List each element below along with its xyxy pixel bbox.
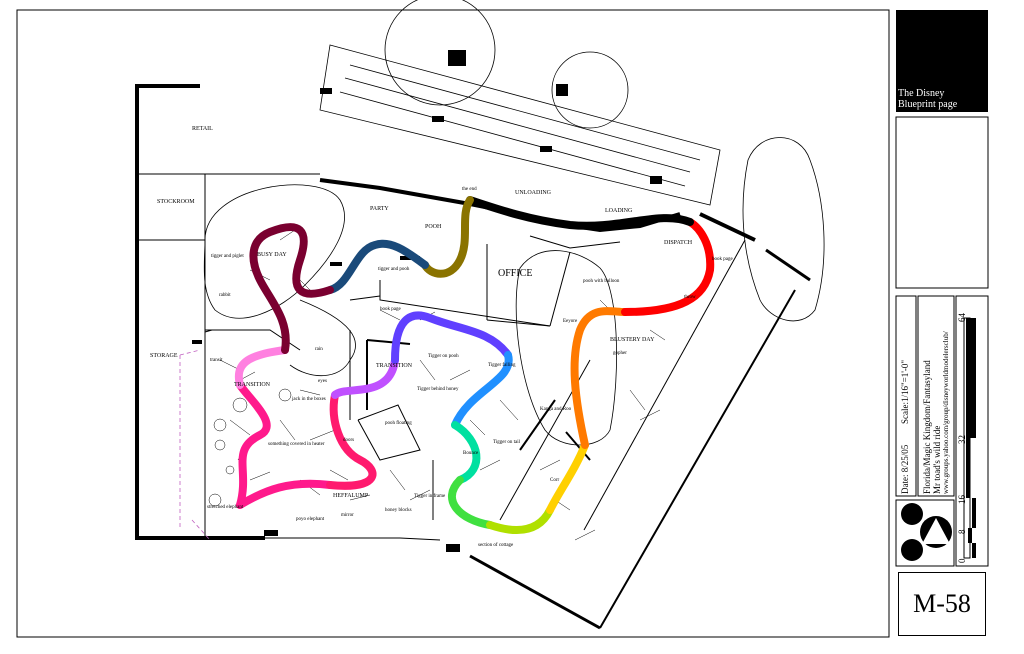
scene-labels: the end tigger and pooh tigger and pigle… xyxy=(207,187,733,548)
track-segment-12 xyxy=(570,307,629,449)
ride-track xyxy=(234,196,715,534)
scale-tick-32: 32 xyxy=(957,435,967,444)
sheet-border xyxy=(16,9,890,638)
track-segment-8 xyxy=(451,421,481,484)
label-something-covered: something covered in heater xyxy=(268,442,325,447)
label-honey-blocks: honey blocks xyxy=(385,508,412,513)
queue-area xyxy=(203,0,825,446)
scale-tick-0: 0 xyxy=(957,558,967,564)
scale-tick-16: 16 xyxy=(957,495,967,504)
building-walls xyxy=(135,84,811,630)
label-tigger-and-pooh: tigger and pooh xyxy=(378,267,410,272)
scale-tick-8: 8 xyxy=(957,529,967,535)
label-kanga-and-roo: Kanga and Roo xyxy=(540,407,572,412)
room-transition-mid: TRANSITION xyxy=(376,363,413,369)
room-office: OFFICE xyxy=(498,268,532,279)
track-segment-10 xyxy=(486,506,554,534)
room-dispatch: DISPATCH xyxy=(664,240,693,246)
label-corr: Corr xyxy=(550,478,560,483)
label-doors: doors xyxy=(343,438,354,443)
track-segment-1 xyxy=(236,381,271,509)
label-bounce: Bounce xyxy=(463,451,479,456)
sheet-number: M-58 xyxy=(898,572,986,636)
room-busy-day: BUSY DAY xyxy=(257,252,287,258)
track-segment-15 xyxy=(421,196,474,278)
room-loading: LOADING xyxy=(605,208,633,214)
track-segment-5 xyxy=(331,356,399,399)
track-segment-4 xyxy=(234,346,289,389)
scale-bar xyxy=(963,317,976,559)
room-heffalump: HEFFALUMP xyxy=(333,493,369,499)
dashed-boundary xyxy=(179,349,211,541)
mickey-logo xyxy=(901,503,952,561)
room-pooh: POOH xyxy=(425,224,442,230)
label-eeyore: Eeyore xyxy=(563,319,578,324)
track-segment-14 xyxy=(466,196,694,230)
logo-line1: The Disney xyxy=(898,88,945,99)
logo-text: The Disney Blueprint page xyxy=(898,88,988,110)
room-blustery-day: BLUSTERY DAY xyxy=(610,337,655,343)
label-the-end: the end xyxy=(462,187,477,192)
track-segment-11 xyxy=(546,441,589,514)
track-segment-17 xyxy=(249,223,334,354)
room-stockroom: STOCKROOM xyxy=(157,199,195,205)
track-segment-7 xyxy=(451,351,513,429)
room-unloading: UNLOADING xyxy=(515,190,552,196)
label-eyes: eyes xyxy=(318,379,327,384)
label-rain: rain xyxy=(315,347,323,352)
track-segment-3 xyxy=(326,391,377,490)
track-segment-13 xyxy=(621,218,715,316)
track-segment-9 xyxy=(448,476,494,529)
label-mirror: mirror xyxy=(341,513,354,518)
logo-line2: Blueprint page xyxy=(898,99,958,110)
url-text: www.groups.yahoo.com/group/disneyworldmo… xyxy=(942,331,950,494)
label-tigger-on-pooh: Tigger on pooh xyxy=(428,354,459,359)
label-rabbit: rabbit xyxy=(219,293,231,298)
track-segment-6 xyxy=(391,311,512,364)
label-jack-in-the-boxes: jack in the boxes xyxy=(291,397,326,402)
label-tigger-falling: Tigger falling xyxy=(488,363,516,368)
label-section-of-cottage: section of cottage xyxy=(478,543,514,548)
label-tigger-behind-honey: Tigger behind honey xyxy=(417,387,459,392)
location-text: Florida/Magic Kingdom/Fantasyland xyxy=(922,360,932,494)
label-gopher: gopher xyxy=(613,351,627,356)
room-transition-left: TRANSITION xyxy=(234,382,271,388)
label-book-page-top: book page xyxy=(380,307,401,312)
label-pooh-floating: pooh floating xyxy=(385,421,412,426)
date-text: Date: 8/25/05 xyxy=(900,444,910,494)
room-labels: RETAIL STOCKROOM STORAGE OFFICE PARTY PO… xyxy=(150,126,693,499)
label-tigger-on-tail: Tigger on tail xyxy=(493,440,521,445)
ride-text: Mr toad's wild ride xyxy=(932,425,942,494)
room-retail: RETAIL xyxy=(192,126,213,132)
label-throw: throw xyxy=(684,295,696,300)
label-book-page-right: book page xyxy=(712,257,733,262)
label-transit: transit xyxy=(210,358,223,363)
track-segment-2 xyxy=(236,479,334,509)
room-storage: STORAGE xyxy=(150,353,178,359)
label-pooh-with-balloon: pooh with balloon xyxy=(583,279,620,284)
logo-panel: The Disney Blueprint page xyxy=(896,10,988,112)
track-segment-16 xyxy=(326,239,429,294)
wall-blocks xyxy=(192,50,662,552)
label-tigger-and-piglet: tigger and piglet xyxy=(211,254,244,259)
scale-text: Scale:1/16"=1'-0" xyxy=(900,359,910,424)
room-party: PARTY xyxy=(370,206,389,212)
label-tigger-in-frame: Tigger in frame xyxy=(414,494,446,499)
label-poyo-elephant: poyo elephant xyxy=(296,517,325,522)
label-stretched-elephant: stretched elephant xyxy=(207,505,244,510)
title-block-frames xyxy=(895,116,989,567)
scale-tick-64: 64 xyxy=(957,313,967,322)
